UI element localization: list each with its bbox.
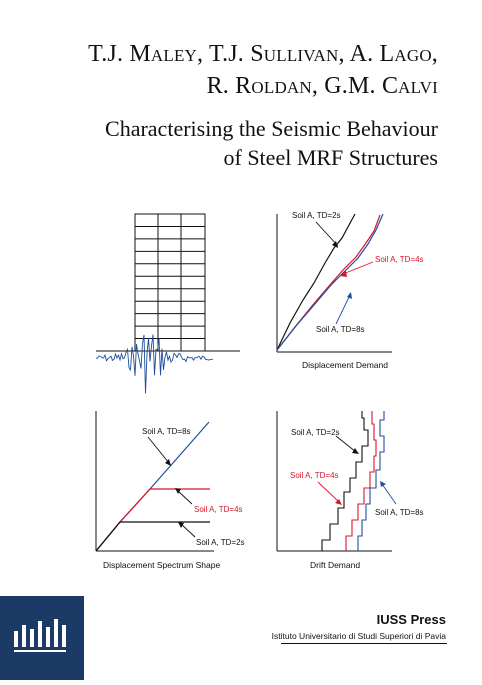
publisher-block: IUSS Press Istituto Universitario di Stu… [272,612,446,642]
ss-curve-td4 [95,488,210,552]
displacement-demand-plot: Soil A, TD=2s Soil A, TD=4s Soil A, TD=8… [276,211,424,370]
book-title: Characterising the Seismic Behaviour of … [105,114,438,172]
dr-label-td8: Soil A, TD=8s [375,508,424,517]
publisher-divider [281,643,447,644]
publisher-subtitle: Istituto Universitario di Studi Superior… [271,631,446,641]
dd-caption: Displacement Demand [302,360,388,370]
authors-line-1: T.J. Maley, T.J. Sullivan, A. Lago, [88,41,438,67]
ss-curve-td8 [95,421,210,552]
drift-demand-plot: Soil A, TD=2s Soil A, TD=4s Soil A, TD=8… [276,411,424,570]
dd-curve-td8 [276,213,384,351]
ss-curve-td2 [95,521,210,552]
dd-label-td2: Soil A, TD=2s [292,211,341,220]
title-line-1: Characterising the Seismic Behaviour [105,116,438,141]
spectrum-shape-plot: Soil A, TD=8s Soil A, TD=4s Soil A, TD=2… [95,411,245,570]
seismogram-trace [95,334,214,394]
authors-line-2: R. Roldan, G.M. Calvi [206,73,438,99]
dr-curve-td2 [321,411,369,551]
ss-label-td2: Soil A, TD=2s [196,538,245,547]
dd-curve-td2 [276,213,356,351]
ss-label-td4: Soil A, TD=4s [194,505,243,514]
ss-caption: Displacement Spectrum Shape [103,560,220,570]
dr-label-td4: Soil A, TD=4s [290,471,339,480]
publisher-name: IUSS Press [376,612,446,627]
dr-curve-td4 [345,411,377,551]
authors: T.J. Maley, T.J. Sullivan, A. Lago, R. R… [88,38,438,102]
dr-label-td2: Soil A, TD=2s [291,428,340,437]
publisher-logo [0,596,84,680]
logo-bars-icon [14,619,66,652]
title-line-2: of Steel MRF Structures [223,145,439,170]
dd-label-td4: Soil A, TD=4s [375,255,424,264]
dr-caption: Drift Demand [310,560,360,570]
dd-label-td8: Soil A, TD=8s [316,325,365,334]
building-illustration [96,213,240,352]
cover-figures: Soil A, TD=2s Soil A, TD=4s Soil A, TD=8… [95,211,424,570]
dr-curve-td8 [357,411,385,551]
ss-label-td8: Soil A, TD=8s [142,427,191,436]
